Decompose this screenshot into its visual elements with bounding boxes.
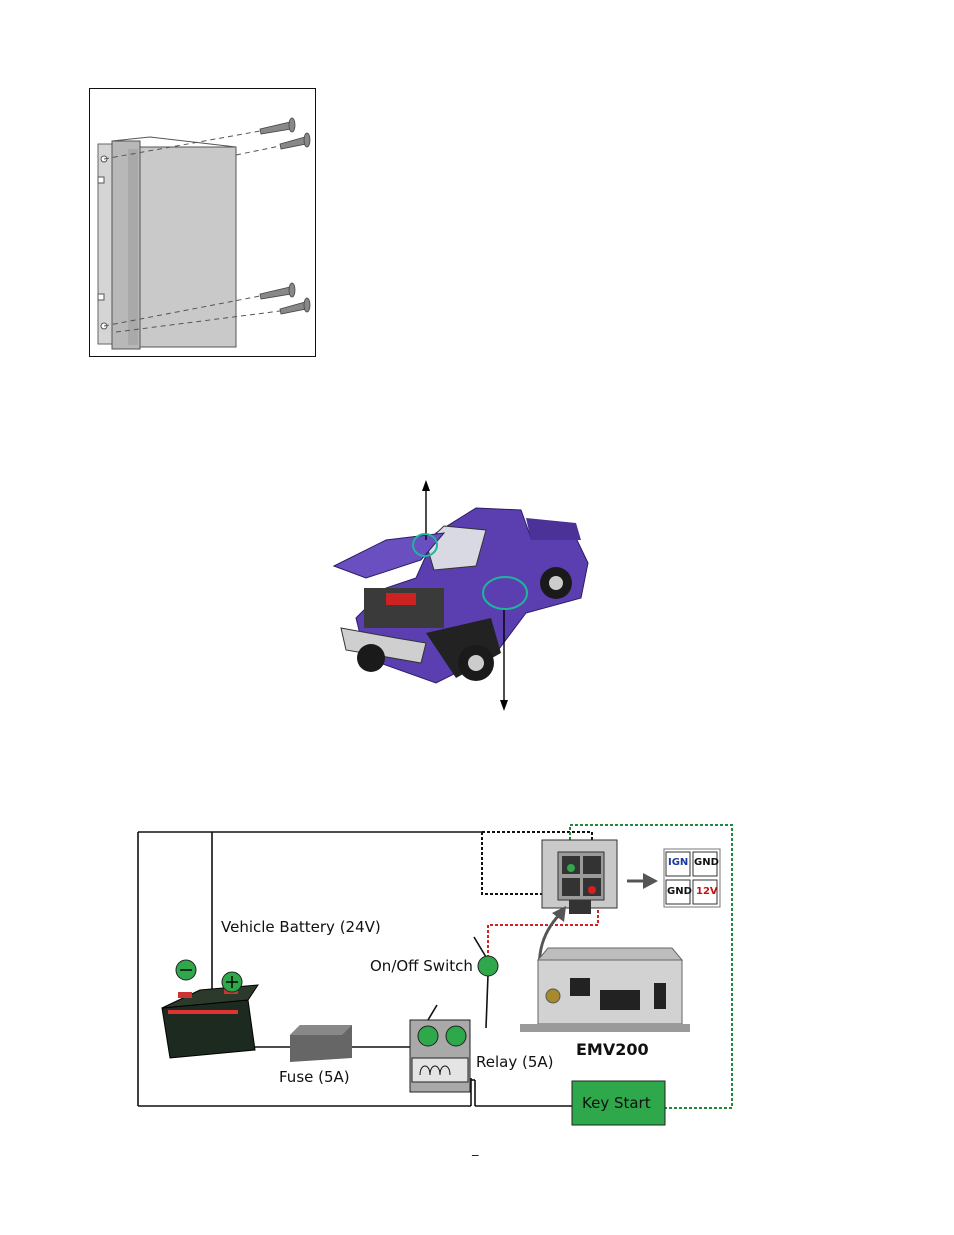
- arrow-right-icon: [643, 873, 658, 889]
- pin-12v: 12V: [696, 886, 718, 897]
- battery-label: Vehicle Battery (24V): [221, 918, 381, 936]
- battery-terminal-icon: [176, 960, 242, 992]
- connector-icon: [542, 840, 617, 914]
- mounting-figure: [89, 88, 316, 357]
- footer-mark: _: [472, 1142, 479, 1157]
- device-icon: [520, 948, 690, 1032]
- device-label: EMV200: [576, 1040, 649, 1059]
- fuse-label: Fuse (5A): [279, 1068, 350, 1086]
- switch-icon: [478, 956, 498, 976]
- fuse-icon: [290, 1025, 352, 1062]
- vehicle-figure: [326, 478, 596, 714]
- pin-ign: IGN: [668, 857, 688, 868]
- relay-icon: [410, 1020, 470, 1092]
- battery-icon: [162, 985, 258, 1058]
- switch-label: On/Off Switch: [370, 957, 473, 975]
- key-start-label: Key Start: [582, 1094, 651, 1112]
- pin-gnd-top: GND: [694, 857, 719, 868]
- pin-gnd-bottom: GND: [667, 886, 692, 897]
- screw-icon: [260, 118, 310, 314]
- truck-illustration: [326, 478, 596, 714]
- relay-label: Relay (5A): [476, 1053, 554, 1071]
- mounting-illustration: [90, 89, 317, 358]
- curved-arrow-icon: [552, 906, 566, 922]
